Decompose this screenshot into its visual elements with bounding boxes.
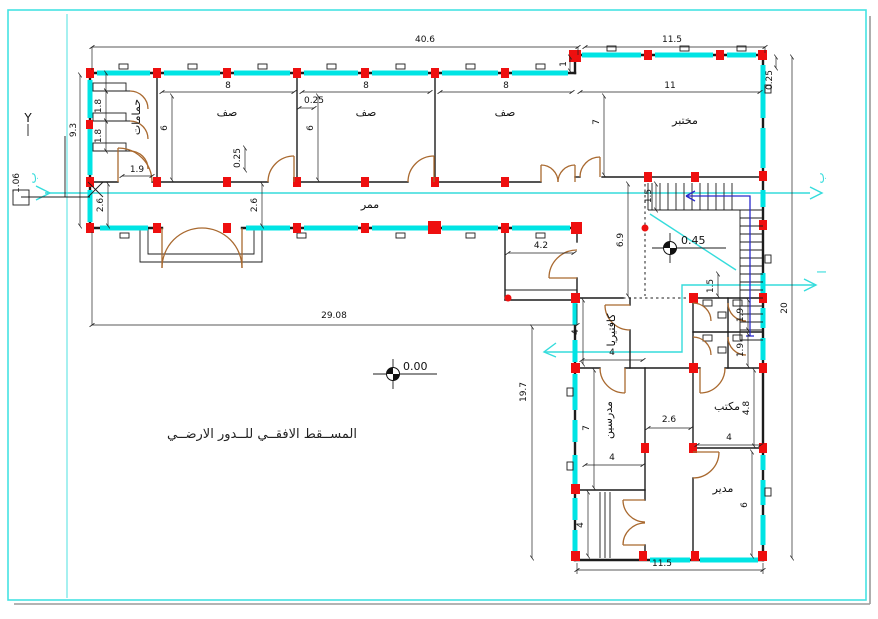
room-label-director: مدير xyxy=(712,482,734,495)
dim-class2-depth: 6 xyxy=(306,125,316,131)
dim-wc-stall-3: 1.8 xyxy=(94,129,104,144)
dotted-lines xyxy=(504,184,691,302)
dim-stair-flight-top: 1.5 xyxy=(644,189,654,203)
room-label-corridor: ممر xyxy=(360,198,379,211)
drawing-frame xyxy=(7,9,871,605)
level-marker-landing: 0.45 xyxy=(652,233,726,263)
level-value-landing: 0.45 xyxy=(681,234,706,247)
dim-right-total: 20 xyxy=(780,302,790,314)
dim-wc-stall-2: 1.8 xyxy=(94,99,104,114)
section-x-mark xyxy=(87,181,104,198)
dim-teachers-width: 4 xyxy=(609,453,615,463)
dim-wc-south-2: 1.9 xyxy=(736,343,746,358)
dim-director-depth: 6 xyxy=(740,502,750,508)
dimension-labels: 40.6 11.5 20 0.25 9.3 1.06 1.8 1.8 1.9 8… xyxy=(12,35,790,569)
section-lines: ب ب ا xyxy=(25,172,829,358)
windows-layer xyxy=(87,45,772,563)
dim-class2-width: 8 xyxy=(363,81,369,91)
room-label-classroom-1: صف xyxy=(217,106,238,119)
room-label-office: مكتب xyxy=(714,400,740,413)
columns-layer xyxy=(86,50,767,561)
dim-class3-width: 8 xyxy=(503,81,509,91)
dim-lab-parapet: 0.25 xyxy=(765,70,775,90)
dim-office-depth: 4.8 xyxy=(742,401,752,416)
dim-class1-depth: 6 xyxy=(160,125,170,131)
dim-wc-south-1: 1.9 xyxy=(736,308,746,323)
room-label-laboratory: مختبر xyxy=(671,114,698,127)
room-labels: حمامات صف صف صف مختبر ممر كافتيريا مدرسي… xyxy=(130,99,740,495)
window-glyphs xyxy=(118,45,772,497)
dim-south-corridor: 2.6 xyxy=(662,415,677,425)
room-label-teachers: مدرسين xyxy=(602,401,615,439)
dim-corridor-left: 2.6 xyxy=(96,198,106,213)
dim-wall-b: 0.25 xyxy=(233,148,243,168)
room-label-classroom-2: صف xyxy=(356,106,377,119)
staircase xyxy=(647,183,763,341)
dim-office-width: 4 xyxy=(726,433,732,443)
level-marker-ground: 0.00 xyxy=(373,359,437,389)
dim-teachers-depth: 7 xyxy=(582,425,592,431)
dim-lab-depth: 7 xyxy=(592,119,602,125)
dim-store-depth: 4 xyxy=(576,522,586,528)
misc-symbols: Y xyxy=(12,111,104,206)
dim-corridor-mid: 2.6 xyxy=(250,198,260,213)
dim-class1-width: 8 xyxy=(225,81,231,91)
dim-wall-a: 0.25 xyxy=(304,96,324,106)
axis-y-label: Y xyxy=(23,111,32,125)
dimension-lines xyxy=(77,44,795,574)
dim-top-lab: 11.5 xyxy=(662,35,682,45)
section-label-b-right: ب xyxy=(813,172,827,183)
dim-stair-flight-right: 1.5 xyxy=(706,279,716,293)
room-label-bathrooms: حمامات xyxy=(130,99,143,135)
room-label-cafeteria: كافتيريا xyxy=(605,313,618,347)
dim-south-wing-length: 19.7 xyxy=(519,382,529,402)
dim-stair-hall-depth: 6.9 xyxy=(616,233,626,248)
dim-lab-width: 11 xyxy=(664,81,675,91)
dim-room-42: 4.2 xyxy=(534,241,548,251)
doors-layer xyxy=(117,90,747,546)
level-value-ground: 0.00 xyxy=(403,360,428,373)
section-label-a-right: ا xyxy=(815,270,829,273)
drawing-title: المســقط الافقــي للــدور الارضــي xyxy=(167,427,357,442)
dim-wc-door: 1.9 xyxy=(130,165,145,175)
dim-left-wing-length: 29.08 xyxy=(321,311,347,321)
level-markers: 0.00 0.45 xyxy=(373,233,726,389)
dim-lab-offset: 1 xyxy=(559,61,569,67)
dim-cafeteria-width: 4 xyxy=(609,348,615,358)
dim-cafeteria-depth: 4 xyxy=(571,329,581,335)
dim-bottom-width: 11.5 xyxy=(652,559,672,569)
dim-top-main: 40.6 xyxy=(415,35,435,45)
section-label-b-left: ب xyxy=(25,172,39,183)
room-label-classroom-3: صف xyxy=(495,106,516,119)
dim-left-height: 9.3 xyxy=(69,123,79,137)
walls-layer xyxy=(88,53,765,562)
dim-wc-stall-1: 1.06 xyxy=(12,173,22,193)
